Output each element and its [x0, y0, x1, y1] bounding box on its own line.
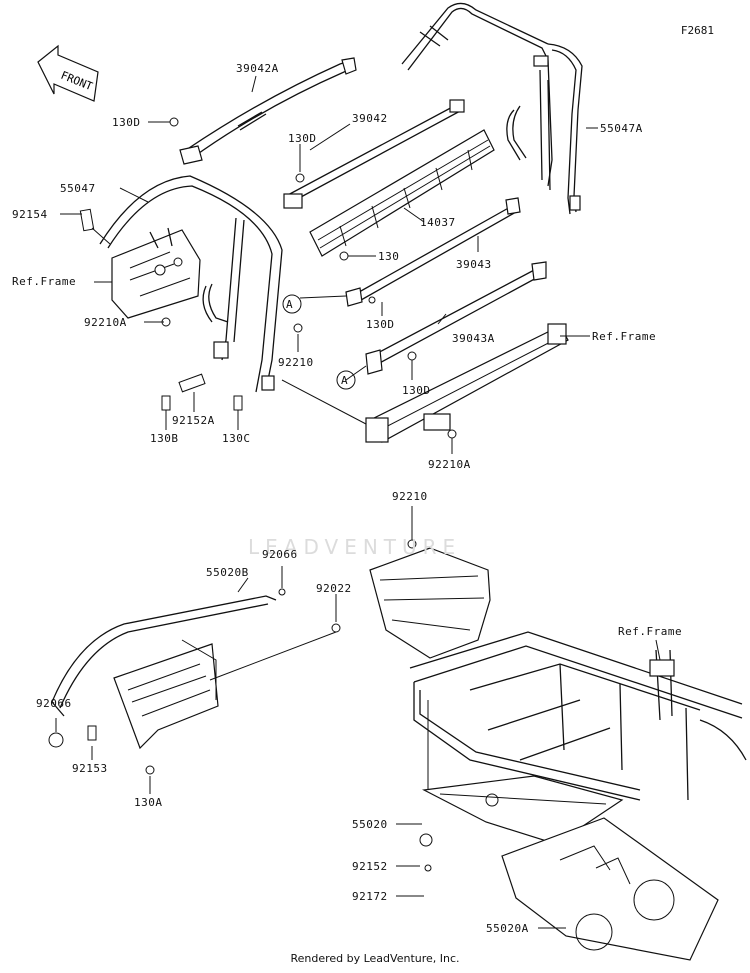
callout-a-upper — [282, 294, 302, 314]
front-arrow-icon: FRONT — [37, 44, 99, 102]
label-92152: 92152 — [352, 860, 388, 873]
label-39042: 39042 — [352, 112, 388, 125]
callout-a-lower — [336, 370, 356, 390]
skid-plate-55020A — [501, 817, 719, 961]
bumper-55020B — [51, 595, 277, 750]
label-a-upper: A — [286, 298, 294, 311]
label-130A: 130A — [134, 796, 163, 809]
label-92210-b: 92210 — [392, 490, 428, 503]
label-55020A: 55020A — [486, 922, 529, 935]
label-ref-frame-c: Ref.Frame — [618, 625, 683, 638]
label-a-lower: A — [341, 374, 349, 387]
label-130C: 130C — [222, 432, 251, 445]
label-130D-b: 130D — [288, 132, 317, 145]
label-130B: 130B — [150, 432, 179, 445]
watermark: LEADVENTURE — [248, 535, 462, 559]
label-92022: 92022 — [316, 582, 352, 595]
leader-lines — [55, 75, 661, 929]
rear-panel-14037 — [309, 129, 495, 257]
label-39042A: 39042A — [236, 62, 279, 75]
bar-39043A — [365, 261, 547, 375]
figure-code: F2681 — [680, 24, 714, 37]
label-130: 130 — [378, 250, 400, 263]
front-bracket-assembly — [111, 227, 201, 319]
label-130D-d: 130D — [402, 384, 431, 397]
label-39043: 39043 — [456, 258, 492, 271]
label-55047A: 55047A — [600, 122, 643, 135]
crossbar-39042A — [179, 57, 357, 165]
label-92210A-a: 92210A — [84, 316, 127, 329]
label-92153: 92153 — [72, 762, 108, 775]
label-92066-a: 92066 — [262, 548, 298, 561]
rops-front-frame — [99, 175, 283, 393]
side-rail — [365, 323, 569, 443]
skid-plate-55020 — [422, 775, 624, 845]
label-ref-frame-b: Ref.Frame — [592, 330, 657, 343]
rops-rear-frame — [401, 2, 583, 215]
label-130D-a: 130D — [112, 116, 141, 129]
chassis-frame — [369, 547, 747, 801]
label-92172: 92172 — [352, 890, 388, 903]
footer-credit: Rendered by LeadVenture, Inc. — [290, 952, 460, 965]
label-55047: 55047 — [60, 182, 96, 195]
bar-39043 — [345, 197, 521, 307]
label-55020: 55020 — [352, 818, 388, 831]
label-130D-c: 130D — [366, 318, 395, 331]
label-92066-b: 92066 — [36, 697, 72, 710]
bar-39042 — [283, 99, 465, 209]
label-92152A: 92152A — [172, 414, 215, 427]
label-92210A-b: 92210A — [428, 458, 471, 471]
label-55020B: 55020B — [206, 566, 249, 579]
label-92210: 92210 — [278, 356, 314, 369]
label-39043A: 39043A — [452, 332, 495, 345]
label-ref-frame-a: Ref.Frame — [12, 275, 77, 288]
label-14037: 14037 — [420, 216, 456, 229]
label-92154: 92154 — [12, 208, 48, 221]
